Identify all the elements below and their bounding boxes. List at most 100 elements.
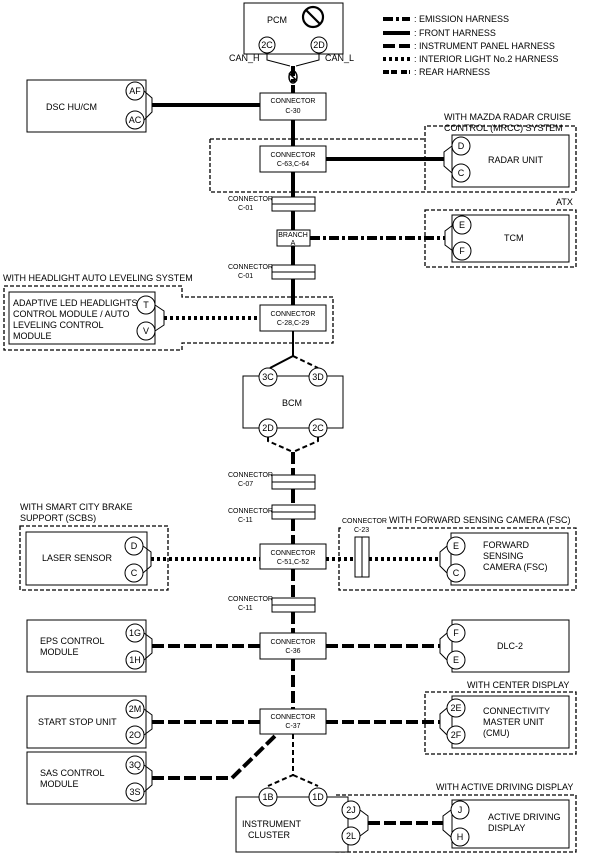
center-display-label: WITH CENTER DISPLAY <box>467 680 569 690</box>
connector-c11-upper: CONNECTOR C-11 <box>228 504 316 524</box>
connector-c01-upper: CONNECTOR C-01 <box>228 196 316 212</box>
bcm-pin-3d: 3D <box>312 372 324 382</box>
c01b-label-top: CONNECTOR <box>228 264 273 271</box>
c36-label-top: CONNECTOR <box>271 639 316 646</box>
fsc-pin-c: C <box>453 568 460 578</box>
pcm-pin-2d-label: 2D <box>313 40 325 50</box>
connector-c07: CONNECTOR C-07 <box>228 472 316 505</box>
connector-c01-lower: CONNECTOR C-01 <box>228 264 316 280</box>
c30-label-bottom: C-30 <box>285 108 300 115</box>
bcm-pin-2d: 2D <box>262 423 274 433</box>
connector-c63-c64: CONNECTOR C-63,C-64 <box>259 145 327 173</box>
headlight-label-3: LEVELING CONTROL <box>13 320 104 330</box>
c37-label-bottom: C-37 <box>285 723 300 730</box>
branch-label-bottom: A <box>291 240 296 247</box>
can-h-label: CAN_H <box>229 53 260 63</box>
eps-module: EPS CONTROL MODULE 1G 1H <box>26 619 260 673</box>
connector-c23: CONNECTOR C-23 <box>341 517 387 578</box>
legend-front-label: : FRONT HARNESS <box>414 28 496 38</box>
dlc-pin-f: F <box>453 628 459 638</box>
dsc-label: DSC HU/CM <box>46 102 97 112</box>
add-pin-h: H <box>457 832 464 842</box>
c36-label-bottom: C-36 <box>285 648 300 655</box>
cluster-label-2: CLUSTER <box>248 830 291 840</box>
c11b-label-bottom: C-11 <box>238 605 253 612</box>
legend-rear-label: : REAR HARNESS <box>414 67 490 77</box>
c23-label-bottom: C-23 <box>354 527 369 534</box>
cmu-label-3: (CMU) <box>483 728 510 738</box>
dlc-pin-e: E <box>453 655 459 665</box>
cmu-label-1: CONNECTIVITY <box>483 706 550 716</box>
c28-label-bottom: C-28,C-29 <box>277 320 309 327</box>
bcm-module: BCM 3C 3D 2D 2C <box>242 331 344 475</box>
pcm-label: PCM <box>267 15 287 25</box>
can-l-label: CAN_L <box>325 53 354 63</box>
sas-label-1: SAS CONTROL <box>40 768 105 778</box>
radar-option-line2: CONTROL (MRCC) SYSTEM <box>444 123 563 133</box>
radar-pin-d: D <box>458 141 465 151</box>
dsc-pin-af: AF <box>129 86 141 96</box>
radar-unit: RADAR UNIT D C <box>326 134 570 188</box>
c63-label-bottom: C-63,C-64 <box>277 161 309 168</box>
fsc-option-label: WITH FORWARD SENSING CAMERA (FSC) <box>389 515 571 525</box>
headlight-option-label: WITH HEADLIGHT AUTO LEVELING SYSTEM <box>3 273 193 283</box>
laser-pin-d: D <box>131 541 138 551</box>
eps-label-1: EPS CONTROL <box>40 636 105 646</box>
dlc-label: DLC-2 <box>497 641 523 651</box>
scbs-option: WITH SMART CITY BRAKE SUPPORT (SCBS) <box>19 502 169 591</box>
cluster-pin-2l: 2L <box>346 831 356 841</box>
c28-label-top: CONNECTOR <box>271 311 316 318</box>
branch-a: BRANCH A <box>276 229 311 247</box>
tcm-label: TCM <box>504 233 524 243</box>
c11b-label-top: CONNECTOR <box>228 596 273 603</box>
tcm-module: TCM E F <box>310 214 570 263</box>
dlc-module: DLC-2 F E <box>326 619 570 673</box>
bcm-pin-2c: 2C <box>312 423 324 433</box>
cluster-pin-1b: 1B <box>262 792 273 802</box>
cluster-pin-1d: 1D <box>312 792 324 802</box>
sas-pin-3s: 3S <box>129 787 140 797</box>
connector-c37: CONNECTOR C-37 <box>259 708 327 735</box>
tcm-pin-f: F <box>459 246 465 256</box>
cmu-label-2: MASTER UNIT <box>483 717 545 727</box>
eps-label-2: MODULE <box>40 647 79 657</box>
center-display-option: WITH CENTER DISPLAY <box>424 680 577 755</box>
fsc-module: FORWARD SENSING CAMERA (FSC) E C <box>326 532 569 586</box>
prohibited-icon <box>301 5 325 29</box>
c01b-label-bottom: C-01 <box>238 273 253 280</box>
cluster-feed <box>267 734 319 787</box>
connector-c11-lower: CONNECTOR C-11 <box>228 596 316 613</box>
dsc-pin-ac: AC <box>129 115 142 125</box>
startstop-module: START STOP UNIT 2M 2O <box>26 695 260 749</box>
laser-sensor: LASER SENSOR D C <box>25 531 260 586</box>
sas-module: SAS CONTROL MODULE 3Q 3S <box>26 734 277 805</box>
c11a-label-top: CONNECTOR <box>228 508 273 515</box>
add-label-1: ACTIVE DRIVING <box>488 812 561 822</box>
c01a-label-bottom: C-01 <box>238 205 253 212</box>
cluster-label-1: INSTRUMENT <box>242 819 301 829</box>
cmu-pin-2f: 2F <box>451 730 462 740</box>
fsc-label-1: FORWARD <box>483 540 529 550</box>
headlight-option: WITH HEADLIGHT AUTO LEVELING SYSTEM <box>3 273 334 351</box>
atx-label: ATX <box>556 197 573 207</box>
headlight-label-2: CONTROL MODULE / AUTO <box>13 309 130 319</box>
c01a-label-top: CONNECTOR <box>228 196 273 203</box>
headlight-pin-v: V <box>143 326 149 336</box>
headlight-label-1: ADAPTIVE LED HEADLIGHTS <box>13 298 138 308</box>
startstop-label: START STOP UNIT <box>38 717 117 727</box>
legend-emission-label: : EMISSION HARNESS <box>414 14 509 24</box>
startstop-pin-2m: 2M <box>129 704 142 714</box>
c63-label-top: CONNECTOR <box>271 152 316 159</box>
connector-c28-c29: CONNECTOR C-28,C-29 <box>259 304 327 332</box>
twisted-pair-icon <box>288 70 298 84</box>
sas-pin-3q: 3Q <box>129 760 141 770</box>
c11a-label-bottom: C-11 <box>238 517 253 524</box>
legend: : EMISSION HARNESS : FRONT HARNESS : INS… <box>383 14 558 77</box>
cmu-module: CONNECTIVITY MASTER UNIT (CMU) 2E 2F <box>326 695 570 749</box>
c30-label-top: CONNECTOR <box>271 98 316 105</box>
fsc-label-2: SENSING <box>483 551 524 561</box>
tcm-pin-e: E <box>459 220 465 230</box>
dsc-module: DSC HU/CM AF AC <box>26 79 260 133</box>
connector-c51-c52: CONNECTOR C-51,C-52 <box>259 543 327 570</box>
